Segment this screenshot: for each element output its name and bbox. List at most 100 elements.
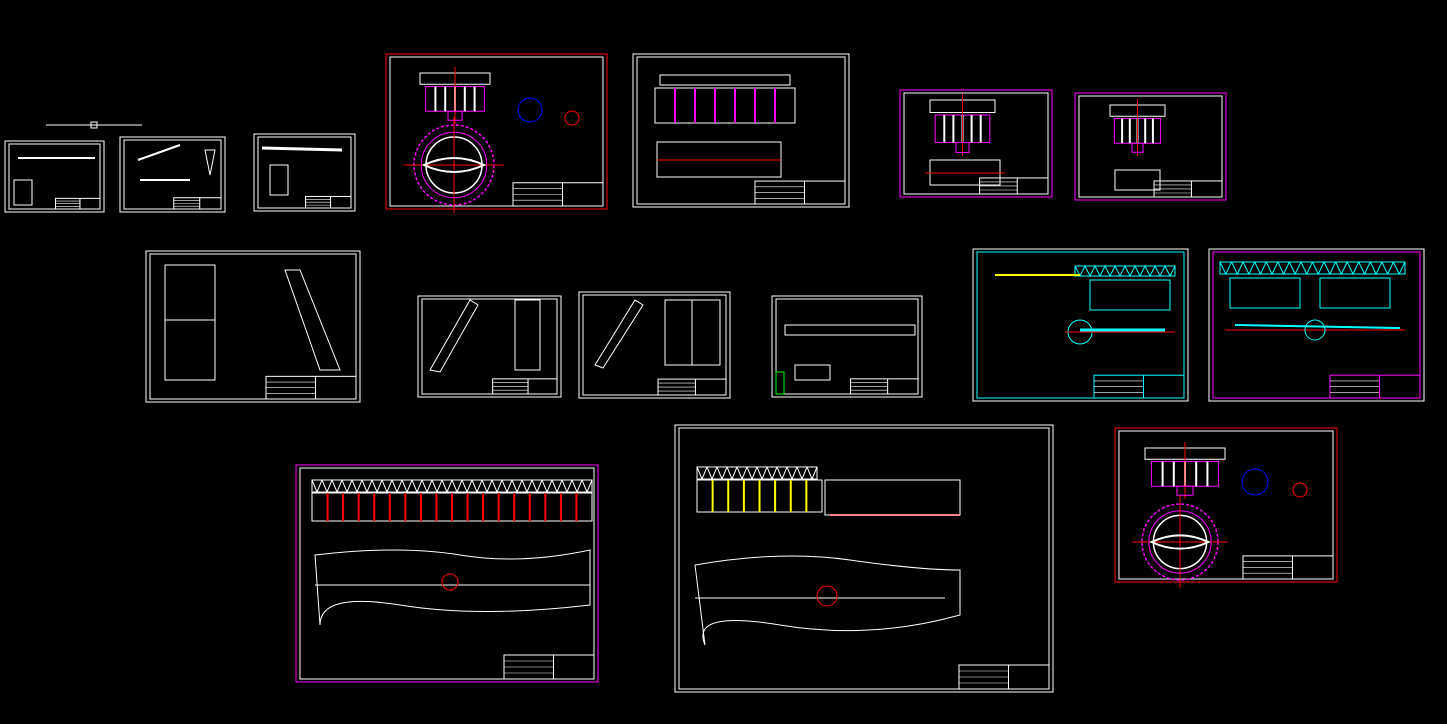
truss-web [786, 466, 793, 480]
truss-web [461, 479, 468, 493]
sheet-inner-border [123, 139, 222, 210]
section-detail [13, 179, 33, 206]
sheet-long-tank-1 [295, 464, 599, 683]
sheet-clarifier-2 [899, 89, 1053, 198]
sheet-inner-border [421, 298, 558, 395]
truss-web [756, 466, 763, 480]
drive-center [816, 585, 838, 607]
truss-web [371, 479, 378, 493]
truss-web [1288, 261, 1296, 275]
section-detail [269, 164, 289, 196]
truss-web [556, 479, 563, 493]
truss-web [1346, 261, 1354, 275]
truss-web [526, 479, 533, 493]
title-block [754, 180, 846, 205]
truss-web [1248, 261, 1256, 275]
title-block [305, 195, 352, 209]
sheet-inner-border [1078, 95, 1223, 198]
truss-web [566, 479, 573, 493]
sheet-outer-border [972, 248, 1189, 402]
truss-web [736, 466, 743, 480]
truss-web [1352, 261, 1360, 275]
truss-web [1104, 265, 1111, 277]
truss-web [1094, 265, 1101, 277]
truss-web [731, 466, 738, 480]
sheet-outer-border [632, 53, 850, 208]
truss-web [1149, 265, 1156, 277]
truss-web [391, 479, 398, 493]
truss-web [1369, 261, 1377, 275]
truss-web [811, 466, 818, 480]
sheet-inner-border [149, 253, 357, 400]
truss-web [796, 466, 803, 480]
truss-web [1317, 261, 1325, 275]
title-block [1153, 180, 1223, 198]
sheet-outer-border [1208, 248, 1425, 402]
truss-web [441, 479, 448, 493]
truss-web [1134, 265, 1141, 277]
truss-web [1335, 261, 1342, 275]
truss-web [1099, 265, 1106, 277]
truss-web [346, 479, 353, 493]
truss-web [416, 479, 423, 493]
truss-web [1124, 265, 1131, 277]
truss-web [1144, 265, 1151, 277]
truss-web [1300, 261, 1308, 275]
truss-web [586, 479, 593, 493]
sheet-outer-border [119, 136, 226, 213]
truss-web [1294, 261, 1302, 275]
sheet-inner-border [636, 56, 846, 205]
truss-web [1340, 261, 1348, 275]
truss-web [1109, 265, 1116, 277]
truss-web [721, 466, 728, 480]
tank-plan-outline [314, 549, 591, 626]
sheet-outer-border [578, 291, 731, 399]
tank-section [654, 87, 796, 124]
truss-web [726, 466, 733, 480]
sheet-inner-border [678, 427, 1050, 690]
truss-web [476, 479, 483, 493]
sheet-inner-border [976, 251, 1185, 399]
sheet-bridge [771, 295, 923, 398]
truss-web [751, 466, 758, 480]
truss-web [1323, 261, 1331, 275]
truss-web [431, 479, 438, 493]
sump [955, 142, 970, 153]
sheet-truss-1 [972, 248, 1189, 402]
truss-web [426, 479, 433, 493]
truss-web [1164, 265, 1171, 277]
truss-web [1089, 265, 1096, 277]
truss-web [1375, 261, 1383, 275]
truss-web [1159, 265, 1166, 277]
clarifier-plan [404, 117, 504, 213]
truss-web [741, 466, 748, 480]
detail-circle [1292, 482, 1308, 498]
truss-web [381, 479, 388, 493]
truss-web [761, 466, 768, 480]
drive-center [441, 573, 459, 591]
sheet-tank-1 [632, 53, 850, 208]
truss-web [451, 479, 458, 493]
inclined-member [137, 144, 181, 161]
truss-web [806, 466, 813, 480]
sheet-outer-border [4, 140, 105, 213]
truss-web [491, 479, 498, 493]
hopper [204, 149, 216, 176]
scraper-bridge [1149, 534, 1211, 550]
truss-web [501, 479, 508, 493]
truss-web [1398, 261, 1406, 275]
truss-web [531, 479, 538, 493]
detail-circle [1241, 468, 1269, 496]
screen-frame [164, 264, 216, 381]
truss-web [771, 466, 778, 480]
truss-web [711, 466, 718, 480]
truss-web [696, 466, 703, 480]
tank-plan-outline [694, 555, 961, 646]
title-block [54, 197, 101, 210]
title-block [1329, 374, 1421, 399]
tank-section [1229, 277, 1301, 309]
clarifier-plan [1132, 496, 1228, 588]
truss-web [1329, 261, 1337, 275]
truss-web [551, 479, 558, 493]
